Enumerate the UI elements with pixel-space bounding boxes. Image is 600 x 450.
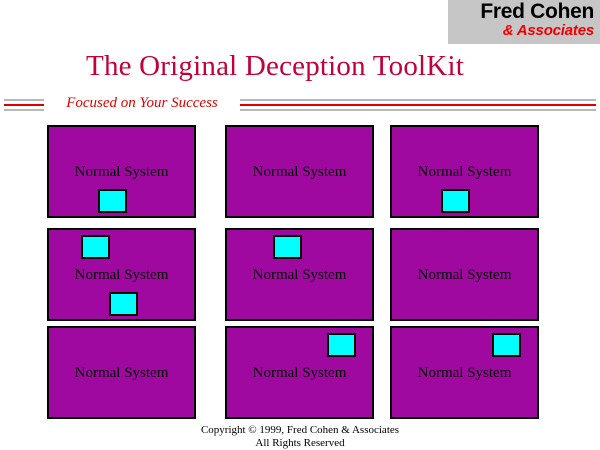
rule-left [4,96,44,112]
system-box[interactable]: Normal System [225,125,374,218]
deception-decoy-indicator[interactable] [81,235,110,259]
copyright-line: Copyright © 1999, Fred Cohen & Associate… [200,424,400,436]
page-title: The Original Deception ToolKit [86,50,464,82]
tagline-band: Focused on Your Success [0,95,600,118]
system-box-label: Normal System [74,164,169,180]
system-box-label: Normal System [74,267,169,283]
rights-line: All Rights Reserved [255,437,345,449]
system-box-label: Normal System [252,164,347,180]
logo-company-name: Fred Cohen [480,0,594,23]
rule-line-gray-bottom [4,109,44,111]
deception-decoy-indicator[interactable] [98,189,127,213]
rule-line-red [240,104,596,106]
system-box-label: Normal System [417,164,512,180]
rule-line-gray-top [4,99,44,101]
system-box-label: Normal System [417,365,512,381]
deception-decoy-indicator[interactable] [273,235,302,259]
system-box[interactable]: Normal System [47,125,196,218]
deception-decoy-indicator[interactable] [327,333,356,357]
system-box[interactable]: Normal System [390,125,539,218]
system-box[interactable]: Normal System [390,326,539,419]
system-box[interactable]: Normal System [225,228,374,321]
deception-decoy-indicator[interactable] [492,333,521,357]
rule-line-gray-top [240,99,596,101]
deception-decoy-indicator[interactable] [109,292,138,316]
system-box-label: Normal System [417,267,512,283]
system-box-label: Normal System [252,267,347,283]
company-logo: Fred Cohen & Associates [448,0,600,44]
logo-division-name: & Associates [502,22,594,39]
system-box-label: Normal System [252,365,347,381]
system-box[interactable]: Normal System [47,326,196,419]
system-box[interactable]: Normal System [225,326,374,419]
rule-right [240,96,596,112]
rule-line-gray-bottom [240,109,596,111]
system-box[interactable]: Normal System [47,228,196,321]
footer: Copyright © 1999, Fred Cohen & Associate… [0,424,600,450]
tagline-text: Focused on Your Success [66,95,218,111]
system-box[interactable]: Normal System [390,228,539,321]
rule-line-red [4,104,44,106]
deception-decoy-indicator[interactable] [441,189,470,213]
system-box-label: Normal System [74,365,169,381]
